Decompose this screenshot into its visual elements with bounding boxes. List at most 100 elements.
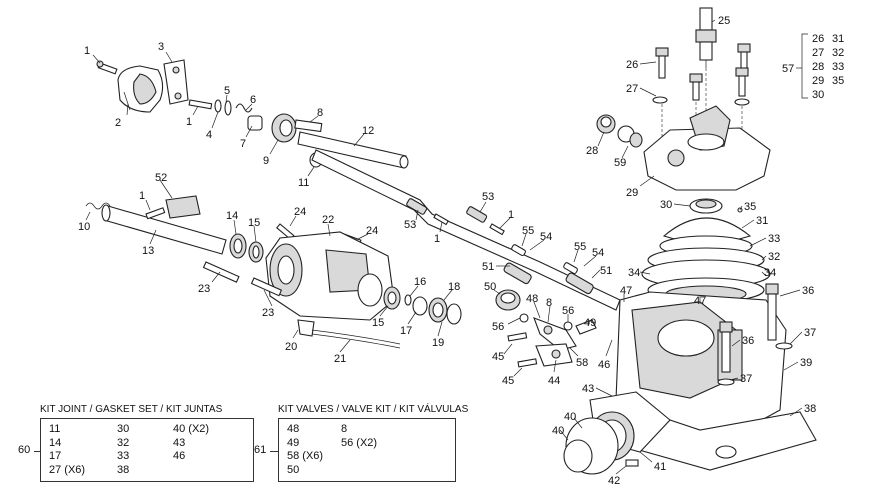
callout-label: 54: [592, 247, 604, 259]
part-screws-45: [507, 332, 538, 368]
callout-label: 41: [654, 461, 666, 473]
callout-label: 27: [626, 83, 638, 95]
kit-gasket-item: 14: [49, 436, 62, 449]
callout-label: 19: [432, 337, 444, 349]
kit-valves-item: [341, 450, 441, 464]
callout-label: 20: [285, 341, 297, 353]
part-rings-15-16-17-18-19: [383, 286, 462, 325]
kit-valves-item: [341, 464, 441, 478]
part-bracket-44-58: [535, 343, 573, 367]
part-carburetor-22: [265, 231, 395, 321]
part-fitting-20-hose-21: [297, 319, 401, 349]
kit-gasket-ref: 60: [18, 444, 31, 456]
callout-label: 18: [448, 281, 460, 293]
group-57-item: 26: [812, 33, 824, 45]
callout-label: 16: [414, 276, 426, 288]
callout-label: 49: [584, 317, 596, 329]
callout-label: 23: [198, 283, 210, 295]
kit-gasket-tick: [34, 451, 40, 452]
group-57-item: 35: [832, 75, 844, 87]
part-shaft-8: [294, 119, 323, 133]
callout-label: 46: [598, 359, 610, 371]
callout-label: 45: [492, 351, 504, 363]
callout-label: 8: [546, 297, 552, 309]
callout-label: 2: [115, 117, 121, 129]
kit-valves-title: KIT VALVES / VALVE KIT / KIT VÁLVULAS: [278, 404, 469, 415]
callout-label: 40: [552, 425, 564, 437]
callout-label: 26: [626, 59, 638, 71]
kit-valves-item: 8: [341, 423, 348, 435]
kit-valves-item: 58 (X6): [287, 450, 324, 462]
part-spring-10: [85, 202, 111, 210]
callout-label: 56: [492, 321, 504, 333]
callout-label: 52: [155, 172, 167, 184]
part-rod-12: [297, 131, 409, 169]
part-tube-13: [101, 204, 227, 255]
callout-label: 43: [582, 383, 594, 395]
callout-label: 40: [564, 411, 576, 423]
callout-label: 1: [139, 190, 145, 202]
group-57-item: 31: [832, 33, 844, 45]
callout-label: 22: [322, 214, 334, 226]
kit-gasket-item: 17: [49, 450, 62, 462]
part-bracket-3: [163, 59, 189, 105]
part-sensor-28-59: [596, 114, 643, 148]
kit-gasket-item: [173, 464, 243, 478]
kit-valves-ref: 61: [254, 444, 267, 456]
kit-gasket-item: 43: [173, 436, 186, 449]
part-washers-37: [717, 342, 793, 386]
callout-label: 17: [400, 325, 412, 337]
part-rings-14-15: [229, 233, 264, 263]
callout-label: 44: [548, 375, 560, 387]
callout-label: 51: [482, 261, 494, 273]
callout-label: 12: [362, 125, 374, 137]
callout-label: 1: [186, 116, 192, 128]
callout-label: 21: [334, 353, 346, 365]
kit-gasket-item: 32: [117, 436, 130, 449]
callout-label: 38: [804, 403, 816, 415]
group-57-list: 26 31 27 32 28 33 29 35 30: [796, 33, 844, 101]
part-screw-1b: [188, 99, 213, 110]
callout-label: 54: [540, 231, 552, 243]
kit-valves-item: 50: [287, 463, 300, 476]
callout-label: 4: [206, 129, 212, 141]
callout-label: 15: [372, 317, 384, 329]
callout-label: 34: [628, 267, 640, 279]
part-stud-bolts-36: [719, 283, 779, 373]
callout-label: 50: [484, 281, 496, 293]
callout-label: 30: [660, 199, 672, 211]
group-57-item: 30: [812, 89, 824, 101]
group-57-item: 27: [812, 47, 824, 59]
callout-label: 34: [764, 267, 776, 279]
callout-label: 23: [262, 307, 274, 319]
callout-label: 37: [740, 373, 752, 385]
callout-label: 51: [600, 265, 612, 277]
kit-valves-item: 48: [287, 423, 300, 435]
callout-label: 58: [576, 357, 588, 369]
kit-gasket-item: 11: [49, 423, 61, 435]
part-screws-23: [202, 261, 283, 297]
callout-label: 33: [768, 233, 780, 245]
callout-label: 24: [294, 206, 306, 218]
kit-gasket-item: 40 (X2): [173, 423, 210, 435]
part-spring-49: [575, 319, 597, 335]
callout-label: 55: [522, 225, 534, 237]
callout-label: 28: [586, 145, 598, 157]
kit-gasket-title: KIT JOINT / GASKET SET / KIT JUNTAS: [40, 404, 223, 415]
callout-label: 9: [263, 155, 269, 167]
kit-valves-item: 56 (X2): [341, 436, 378, 449]
callout-label: 53: [482, 191, 494, 203]
kit-gasket-item: 27 (X6): [49, 463, 86, 476]
kit-gasket-item: 38: [117, 463, 130, 476]
callout-labels: 1 2 3 1 4 5 6 7 8 9 11 12 10 1 52 13 14 …: [78, 15, 816, 487]
callout-label: 10: [78, 221, 90, 233]
part-cable-rod: [311, 149, 621, 311]
group-57-item: 29: [812, 75, 824, 87]
callout-label: 1: [434, 233, 440, 245]
callout-label: 7: [240, 138, 246, 150]
callout-label: 35: [744, 201, 756, 213]
kit-valves-item: 49: [287, 436, 300, 449]
callout-label: 5: [224, 85, 230, 97]
group-57-item: 32: [832, 47, 844, 59]
callout-label: 31: [756, 215, 768, 227]
